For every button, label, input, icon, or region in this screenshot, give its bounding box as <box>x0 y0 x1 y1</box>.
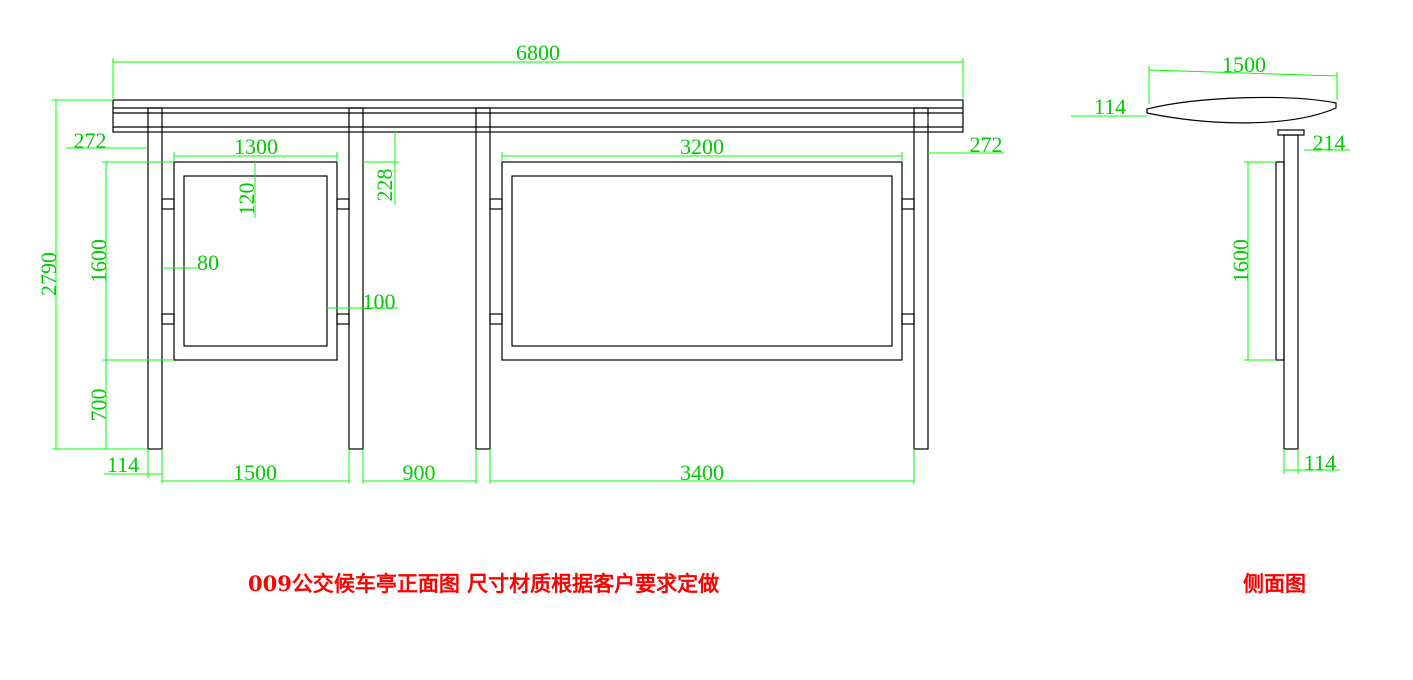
dim-small-panel-top-gap: 120 <box>234 183 259 216</box>
dim-total-width: 6800 <box>516 40 560 65</box>
post-3 <box>475 107 491 450</box>
dim-overhang-left: 272 <box>74 128 107 153</box>
dim-panel-height-side: 1600 <box>1228 239 1253 283</box>
side-view-caption: 侧面图 <box>1243 571 1306 596</box>
dim-ground-clearance: 700 <box>86 389 111 422</box>
front-view <box>112 99 964 450</box>
front-view-caption: 009公交候车亭正面图 尺寸材质根据客户要求定做 <box>248 571 720 596</box>
post-4 <box>913 107 929 450</box>
dim-gap-width: 900 <box>403 460 436 485</box>
dim-large-panel-width: 3200 <box>680 134 724 159</box>
dim-panel-height-front: 1600 <box>86 239 111 283</box>
dim-overhang-right: 272 <box>970 132 1003 157</box>
dim-side-gap: 100 <box>363 289 396 314</box>
large-ad-panel <box>501 161 903 361</box>
side-bracket <box>1277 129 1305 136</box>
dim-frame-inset: 80 <box>197 250 219 275</box>
post-1 <box>147 107 163 450</box>
panel-brackets <box>161 198 915 325</box>
posts <box>147 107 929 450</box>
dim-bracket: 214 <box>1313 130 1346 155</box>
post-2 <box>348 107 364 450</box>
front-dimension-texts: 6800 272 272 2790 1300 120 228 1600 80 1… <box>36 40 1003 485</box>
side-view <box>1146 96 1337 450</box>
roof-canopy <box>112 99 964 133</box>
dim-roof-depth: 1500 <box>1222 52 1266 77</box>
side-post <box>1283 134 1299 450</box>
dim-side-post-width: 114 <box>1304 450 1336 475</box>
side-dimension-texts: 1500 114 214 1600 114 <box>1094 52 1346 475</box>
side-roof <box>1146 96 1337 124</box>
front-dimension-lines <box>52 58 1004 484</box>
side-panel <box>1275 161 1285 361</box>
dim-post-width: 114 <box>107 452 139 477</box>
dim-bay2-width: 3400 <box>680 460 724 485</box>
dim-small-panel-width: 1300 <box>234 134 278 159</box>
dim-bay1-width: 1500 <box>233 460 277 485</box>
side-dimension-lines <box>1071 66 1350 474</box>
dim-roof-thickness: 114 <box>1094 94 1126 119</box>
dim-header-height: 228 <box>372 169 397 202</box>
dim-total-height: 2790 <box>36 252 61 296</box>
